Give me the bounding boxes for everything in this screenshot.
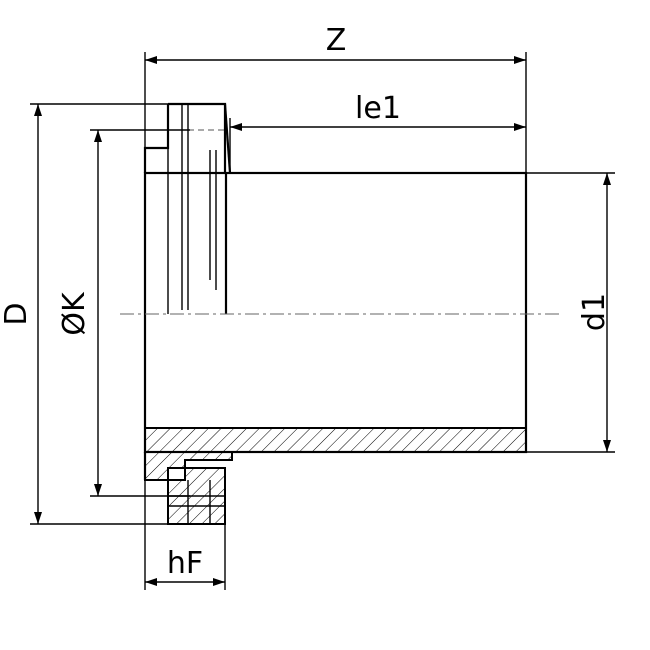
dimension-k: ØK xyxy=(57,129,190,497)
label-k: ØK xyxy=(57,291,92,336)
dimension-d: D xyxy=(0,103,168,525)
label-z: Z xyxy=(326,23,347,58)
section-lower xyxy=(143,427,527,525)
dimension-hf: hF xyxy=(144,480,226,590)
dimension-le1: le1 xyxy=(229,91,526,173)
label-d1: d1 xyxy=(577,293,612,331)
label-le1: le1 xyxy=(355,91,401,126)
dimension-z: Z xyxy=(144,23,527,173)
label-d: D xyxy=(0,302,34,325)
part-outline xyxy=(143,102,528,454)
dimension-d1: d1 xyxy=(526,172,615,453)
label-hf: hF xyxy=(167,546,203,581)
